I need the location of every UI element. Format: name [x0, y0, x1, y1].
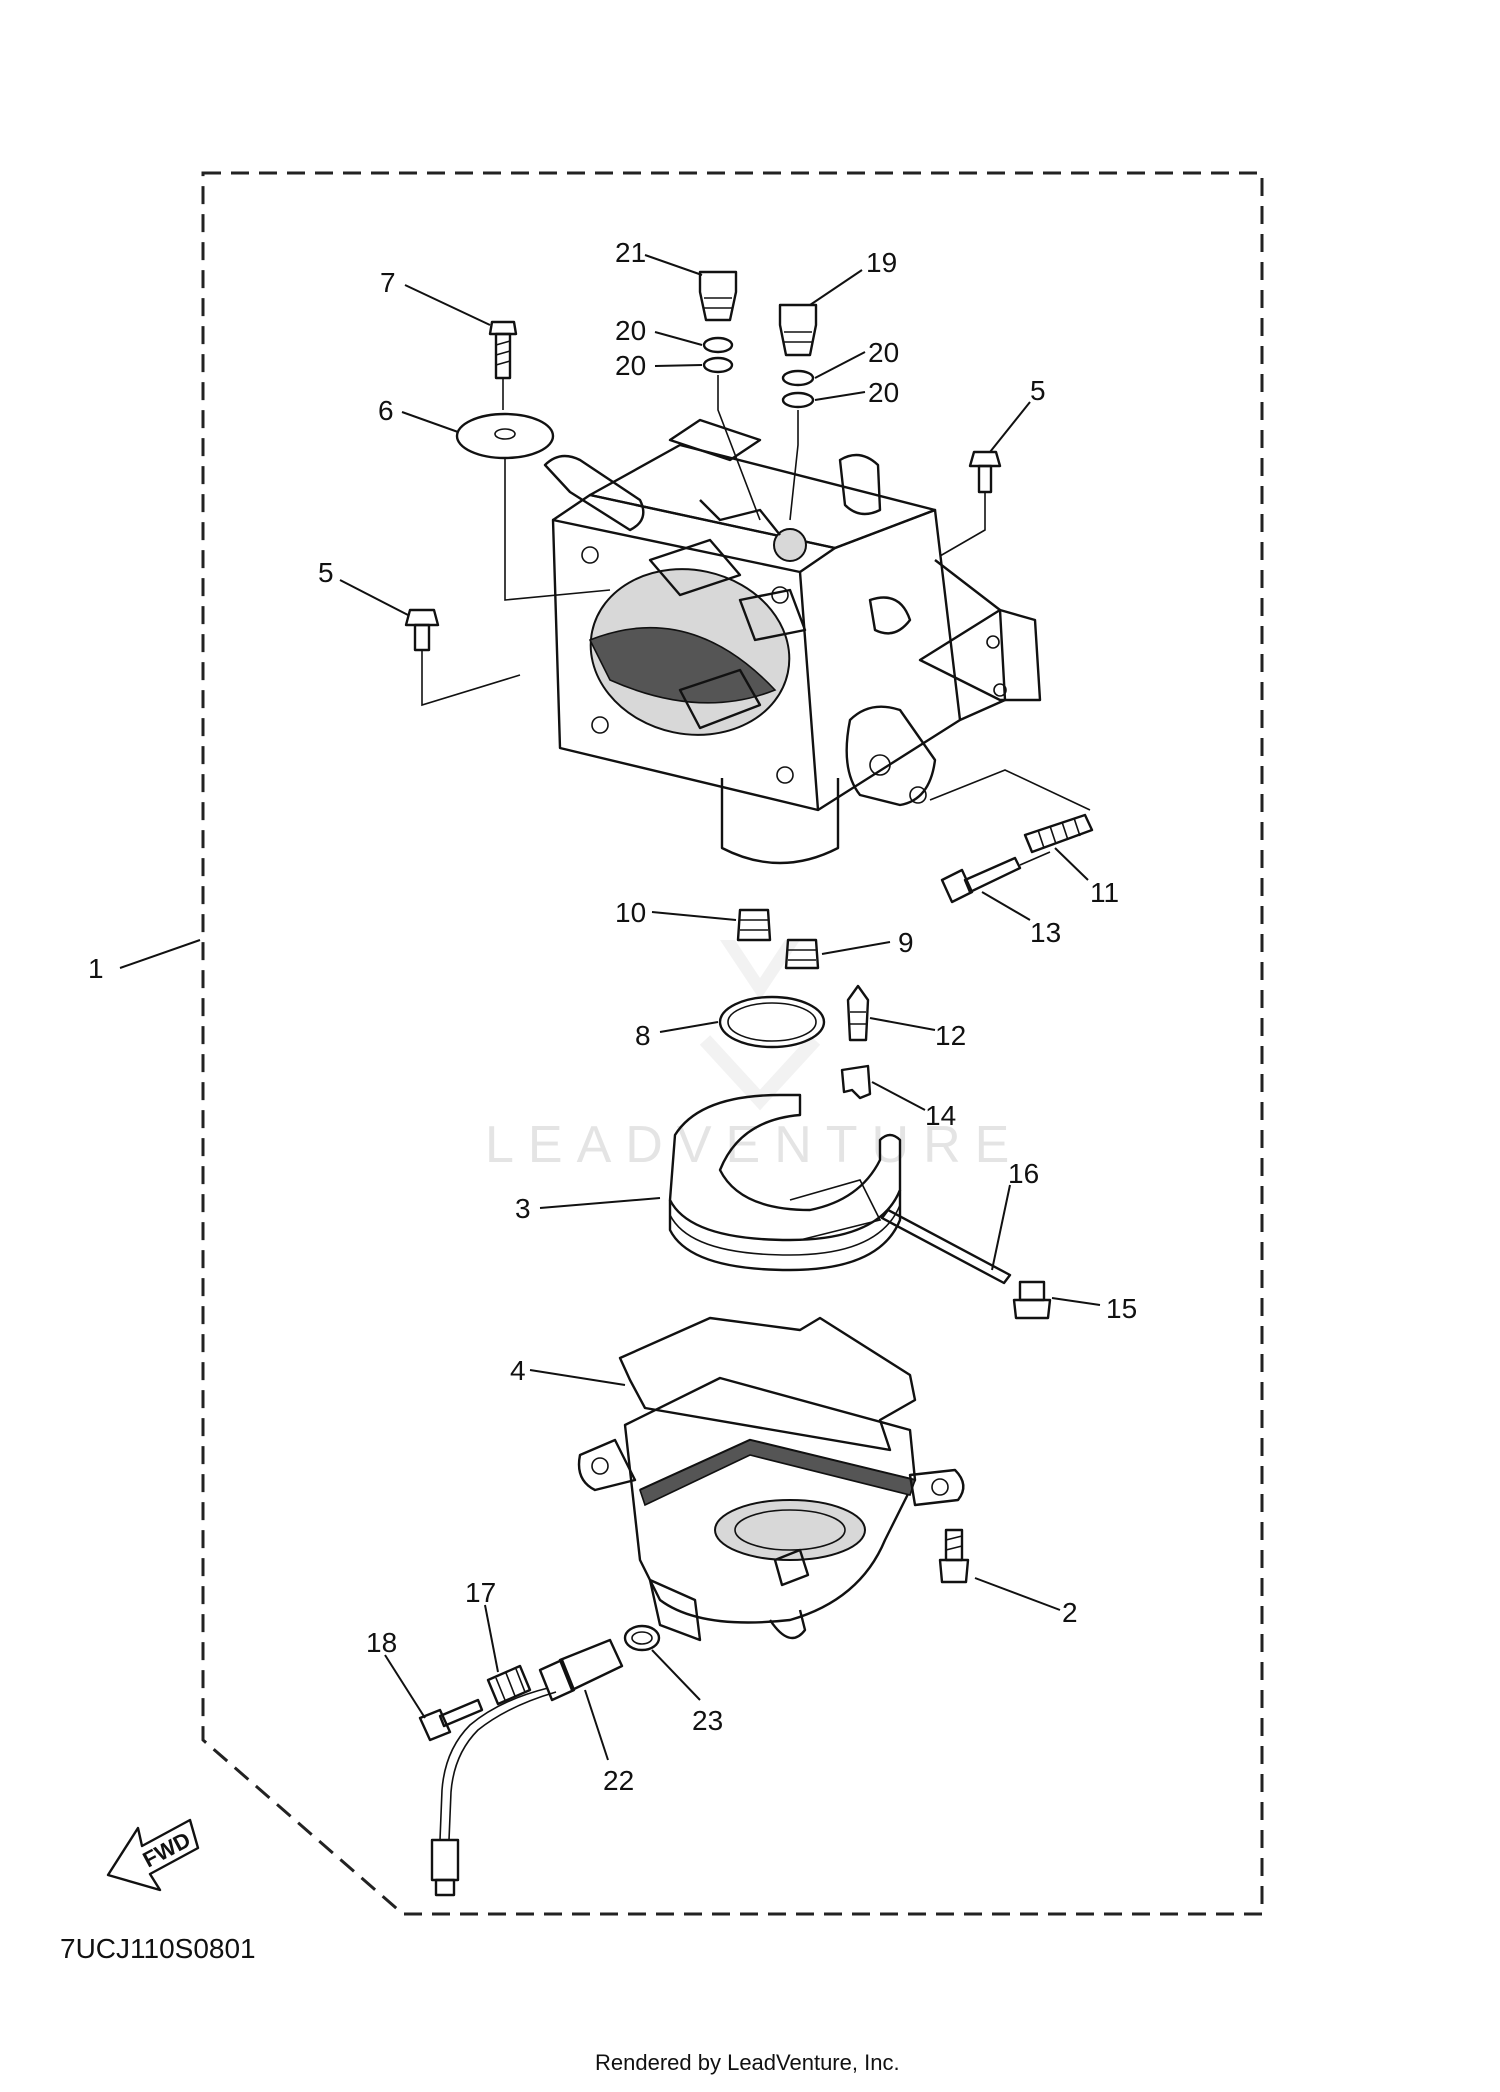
screw-18 — [418, 1698, 484, 1742]
float-pin-16 — [880, 1208, 1012, 1285]
watermark-text: LEADVENTURE — [485, 1116, 1023, 1174]
drain-solenoid-22 — [430, 1638, 624, 1897]
callout-16: 16 — [1008, 1158, 1039, 1189]
callout-14: 14 — [925, 1100, 956, 1131]
leader-lines — [119, 254, 1101, 1761]
screw-7 — [488, 320, 518, 410]
spring-11 — [1023, 813, 1094, 854]
needle-valve-12 — [846, 984, 870, 1042]
callout-12: 12 — [935, 1020, 966, 1051]
callout-7: 7 — [380, 267, 396, 298]
main-jet-10 — [736, 908, 772, 942]
assembly-frame — [201, 171, 1264, 1916]
callout-8: 8 — [635, 1020, 651, 1051]
washer-6 — [455, 412, 611, 601]
callout-18: 18 — [366, 1627, 397, 1658]
callout-20b: 20 — [615, 350, 646, 381]
diagram-code: 7UCJ110S0801 — [60, 1933, 256, 1964]
callout-5-left: 5 — [318, 557, 334, 588]
callout-9: 9 — [898, 927, 914, 958]
callout-17: 17 — [465, 1577, 496, 1608]
callout-20d: 20 — [868, 377, 899, 408]
jet-guide-lines — [717, 375, 799, 521]
callout-22: 22 — [603, 1765, 634, 1796]
callout-20a: 20 — [615, 315, 646, 346]
jet-19 — [778, 303, 818, 357]
screw-2 — [938, 1528, 970, 1584]
spring-17 — [486, 1664, 532, 1706]
clip-14 — [840, 1064, 872, 1100]
o-ring-20b — [702, 356, 734, 374]
jet-9 — [784, 938, 820, 970]
callout-4: 4 — [510, 1355, 526, 1386]
watermark: LEADVENTURE — [485, 940, 1023, 1174]
screw-5-left — [404, 608, 521, 707]
callout-6: 6 — [378, 395, 394, 426]
gasket-8 — [718, 995, 826, 1049]
callout-3: 3 — [515, 1193, 531, 1224]
callout-labels: 1 2 3 4 5 5 6 7 8 9 10 11 12 13 14 15 16… — [88, 237, 1137, 1796]
callout-2: 2 — [1062, 1597, 1078, 1628]
o-ring-20c — [781, 369, 815, 387]
carburetor-body — [543, 418, 1042, 865]
callout-1: 1 — [88, 953, 104, 984]
jet-21 — [698, 270, 738, 322]
float-3 — [668, 1093, 902, 1272]
o-ring-20d — [781, 391, 815, 409]
callout-21: 21 — [615, 237, 646, 268]
footer-credit: Rendered by LeadVenture, Inc. — [595, 2050, 900, 2075]
pilot-screw-13 — [929, 769, 1091, 904]
callout-23: 23 — [692, 1705, 723, 1736]
callout-20c: 20 — [868, 337, 899, 368]
float-bowl — [577, 1376, 965, 1642]
gasket-4 — [618, 1316, 917, 1452]
screw-15 — [1012, 1280, 1052, 1320]
callout-15: 15 — [1106, 1293, 1137, 1324]
forward-arrow-icon: FWD — [106, 1818, 200, 1892]
callout-11: 11 — [1090, 877, 1119, 908]
screw-5-right — [939, 450, 1002, 557]
callout-10: 10 — [615, 897, 646, 928]
callout-13: 13 — [1030, 917, 1061, 948]
o-ring-20a — [702, 336, 734, 354]
callout-5-right: 5 — [1030, 375, 1046, 406]
o-ring-23 — [623, 1624, 661, 1652]
callout-19: 19 — [866, 247, 897, 278]
